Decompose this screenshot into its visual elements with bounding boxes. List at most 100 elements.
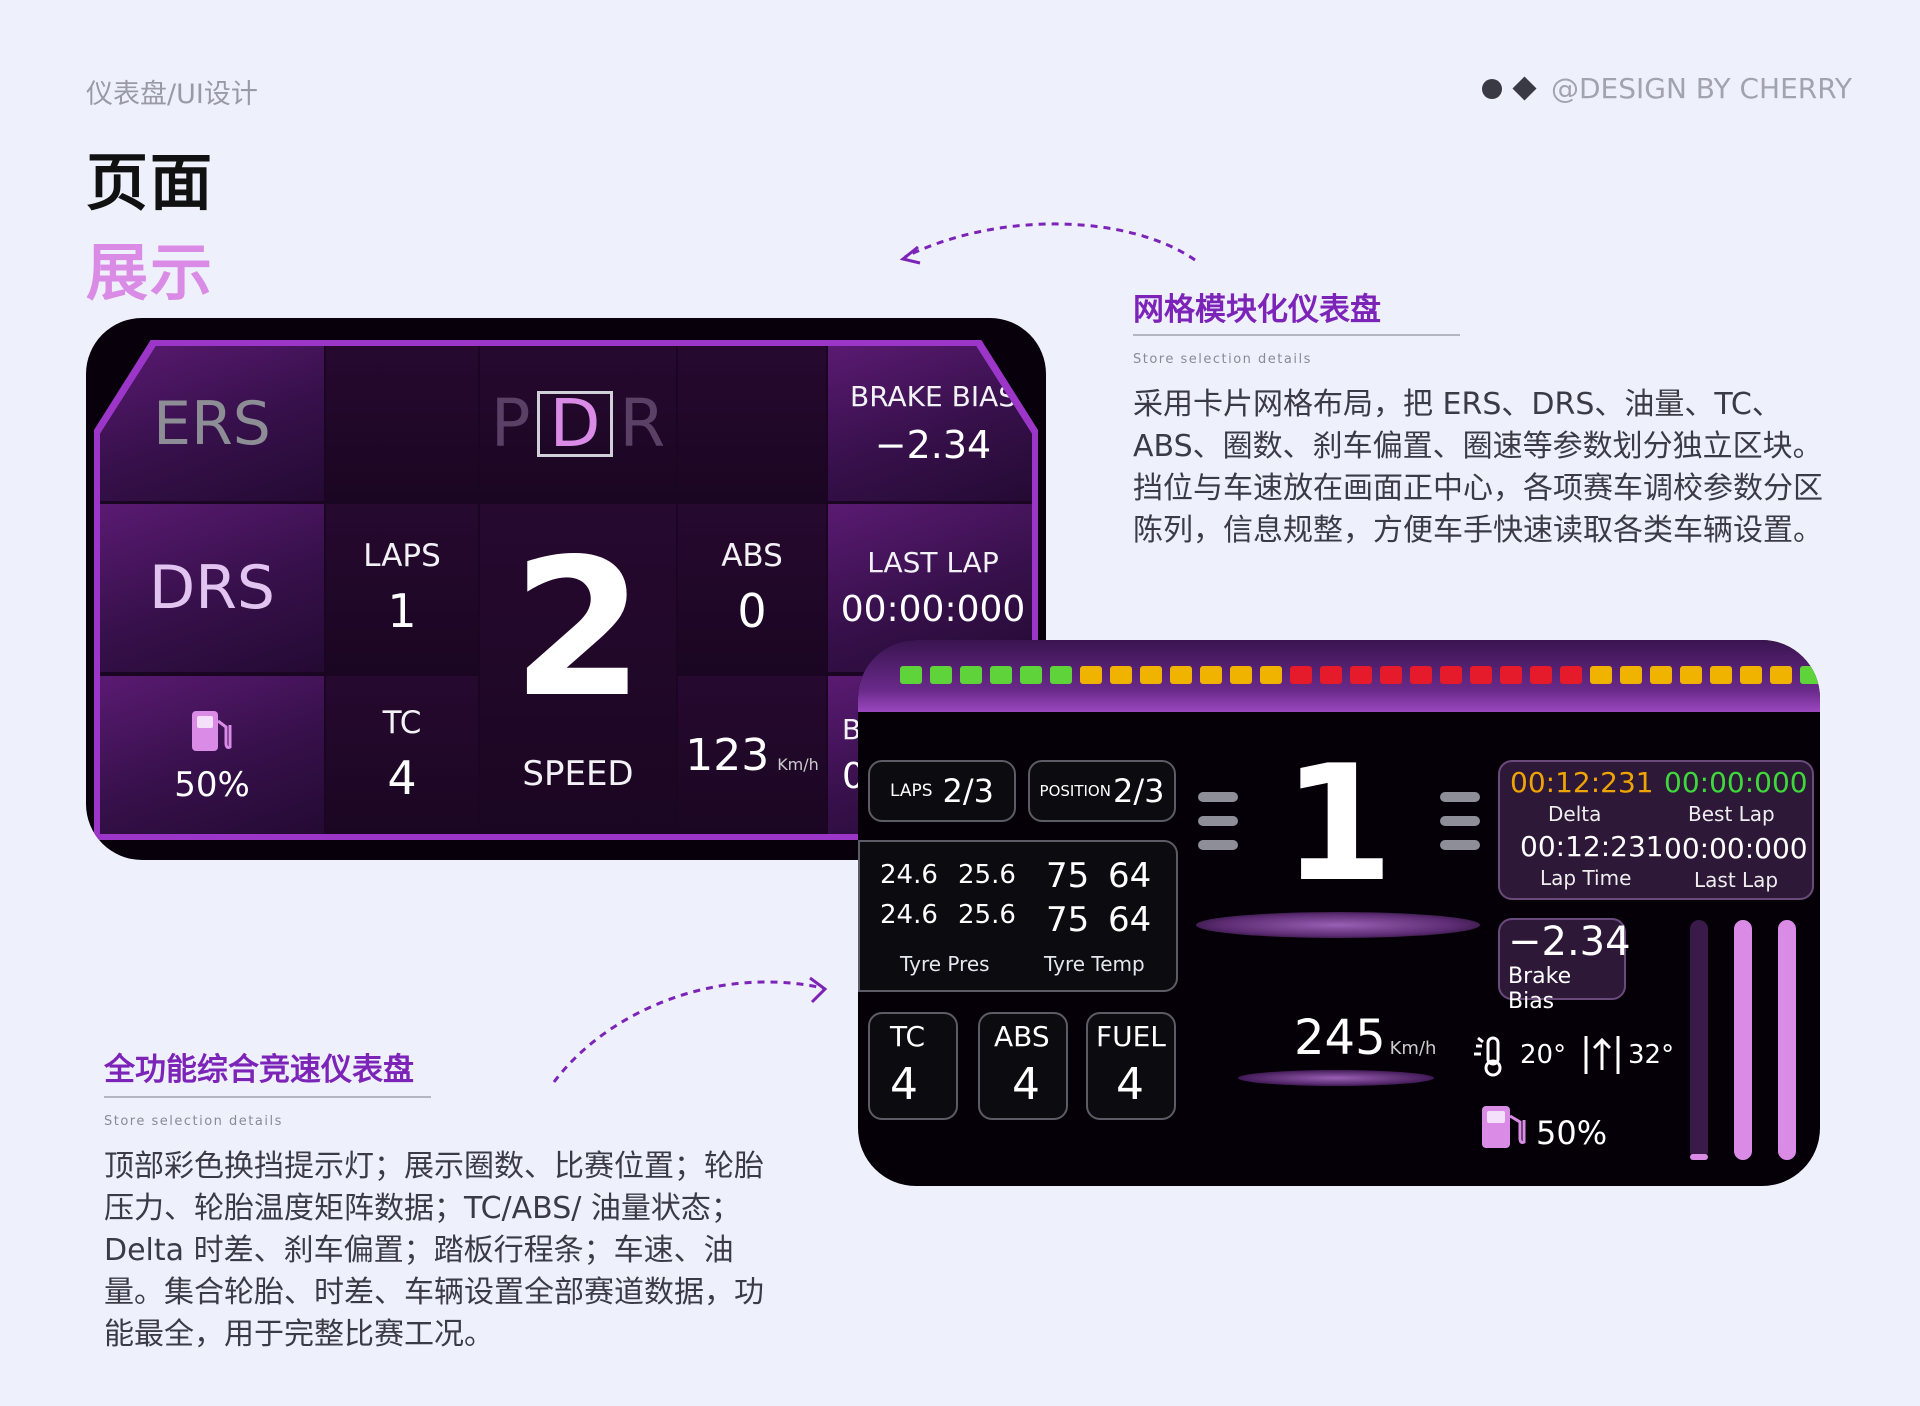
timing-panel: 00:12:231 Delta 00:00:000 Best Lap 00:12…: [1498, 760, 1814, 900]
shift-led: [1230, 666, 1252, 684]
shift-led: [1170, 666, 1192, 684]
partial-label: B: [842, 713, 862, 746]
current-gear: 2: [511, 518, 645, 739]
laps-label: LAPS: [363, 538, 441, 574]
shift-led: [1410, 666, 1432, 684]
shift-led: [1290, 666, 1312, 684]
abs-value: 4: [1012, 1059, 1040, 1110]
brake-bias-label: Brake Bias: [1508, 964, 1572, 1014]
tyre-pres-fl: 24.6: [880, 860, 938, 890]
drs-cell: DRS: [100, 504, 324, 672]
section-grid-body: 采用卡片网格布局，把 ERS、DRS、油量、TC、ABS、圈数、刹车偏置、圈速等…: [1133, 387, 1823, 548]
section-full-subtitle: Store selection details: [104, 1114, 283, 1129]
speed-readout: 245 Km/h: [1294, 1010, 1436, 1066]
shift-led: [1260, 666, 1282, 684]
throttle-pedal-bar: [1734, 920, 1752, 1160]
position-value: 2/3: [1112, 772, 1165, 810]
tc-cell: TC 4: [326, 676, 478, 834]
speed-value: 123: [685, 729, 770, 781]
fuel-level: 50%: [1478, 1102, 1607, 1152]
shift-light-bar: [858, 640, 1820, 712]
gear-d-selected: D: [536, 390, 614, 457]
abs-cell: ABS 0: [678, 504, 826, 672]
section-full-title: 全功能综合竞速仪表盘: [104, 1052, 414, 1088]
brand-mark: @DESIGN BY CHERRY: [1481, 72, 1852, 105]
shift-led: [1740, 666, 1762, 684]
brake-pedal-fill: [1690, 1154, 1708, 1160]
last-lap-label: Last Lap: [1694, 868, 1779, 892]
tc-label: TC: [382, 705, 422, 741]
tyre-pres-fr: 25.6: [958, 860, 1016, 890]
page-subtitle: 展示: [86, 236, 215, 309]
track-temp-value: 32°: [1628, 1040, 1675, 1070]
shift-led: [1200, 666, 1222, 684]
abs-value: 0: [737, 584, 767, 638]
air-temp: 20°: [1470, 1032, 1566, 1078]
tyre-pres-rr: 25.6: [958, 900, 1016, 930]
gear-selector: P D R: [480, 346, 676, 501]
diamond-icon: [1512, 76, 1537, 101]
shift-led: [1110, 666, 1132, 684]
thermometer-icon: [1474, 1036, 1502, 1077]
page-title: 页面: [86, 146, 215, 219]
shift-led: [930, 666, 952, 684]
fuel-value: 4: [1116, 1059, 1144, 1110]
brake-bias-value: −2.34: [874, 423, 992, 467]
curved-arrow-icon: [552, 976, 828, 1083]
shift-leds: [900, 666, 1820, 684]
air-temp-value: 20°: [1520, 1040, 1567, 1070]
track-icon: [1584, 1036, 1620, 1074]
tyre-temp-rl: 75: [1046, 900, 1090, 940]
brake-bias-cell: BRAKE BIAS −2.34: [828, 346, 1032, 501]
divider: [1133, 334, 1460, 336]
lap-time-label: Lap Time: [1540, 866, 1632, 890]
fuel-value: 50%: [174, 765, 250, 805]
tyre-pres-label: Tyre Pres: [900, 952, 990, 976]
ers-cell: ERS: [100, 346, 324, 501]
track-temp: 32°: [1580, 1032, 1674, 1078]
page-category: 仪表盘/UI设计: [86, 79, 258, 110]
shift-led: [1050, 666, 1072, 684]
last-lap-label: LAST LAP: [867, 546, 999, 579]
tyre-pressure-grid: 24.6 25.6 24.6 25.6: [880, 860, 1026, 930]
tyre-panel: 24.6 25.6 24.6 25.6 Tyre Pres 75 64 75 6…: [858, 840, 1178, 992]
laps-label: LAPS: [889, 781, 933, 801]
empty-cell: [326, 346, 478, 501]
drs-label: DRS: [149, 553, 275, 623]
speed-label: SPEED: [522, 754, 634, 794]
tc-value: 4: [890, 1059, 918, 1110]
grid-dashboard: ERS P D R BRAKE BIAS −2.34 DRS LAPS 1 2 …: [86, 318, 1046, 860]
last-lap-value: 00:00:000: [840, 589, 1026, 630]
tc-label: TC: [890, 1020, 926, 1053]
laps-value: 2/3: [942, 772, 995, 810]
shift-led: [1440, 666, 1462, 684]
fuel-pct: 50%: [1536, 1114, 1608, 1152]
delta-label: Delta: [1548, 802, 1602, 826]
brand-text: @DESIGN BY CHERRY: [1550, 72, 1852, 105]
clutch-pedal-fill: [1778, 920, 1796, 1160]
shift-led: [1500, 666, 1522, 684]
shift-led: [1770, 666, 1792, 684]
shift-led: [1710, 666, 1732, 684]
tc-value: 4: [387, 751, 417, 805]
shift-led: [1800, 666, 1820, 684]
speed-unit: Km/h: [777, 754, 819, 774]
speed-glow: [1238, 1070, 1434, 1086]
best-lap-label: Best Lap: [1688, 802, 1775, 826]
tyre-pres-rl: 24.6: [880, 900, 938, 930]
abs-label: ABS: [721, 538, 783, 574]
laps-box: LAPS 2/3: [868, 760, 1016, 822]
brake-bias-value: −2.34: [1508, 919, 1631, 965]
tc-box: TC 4: [868, 1012, 958, 1120]
position-label: POSITION: [1039, 782, 1111, 800]
best-lap-time: 00:00:000: [1664, 766, 1808, 799]
shift-led: [1080, 666, 1102, 684]
shift-led: [1320, 666, 1342, 684]
brake-pedal-bar: [1690, 920, 1708, 1160]
curved-arrow-icon: [899, 222, 1196, 265]
gear-r: R: [619, 385, 666, 462]
position-box: POSITION 2/3: [1028, 760, 1176, 822]
rev-indicator-left: [1198, 792, 1238, 850]
fuel-box: FUEL 4: [1086, 1012, 1176, 1120]
divider: [104, 1096, 431, 1098]
